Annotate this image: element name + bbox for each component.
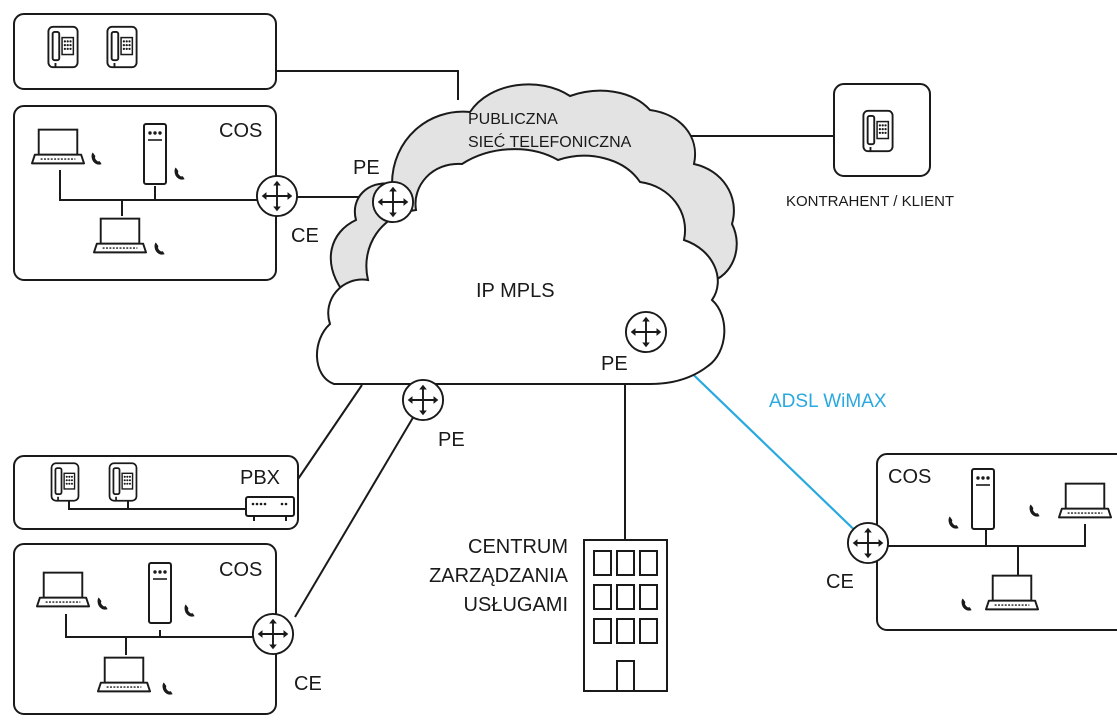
router-icon-pe-right [624,310,668,354]
cos-site-bottom: COS [13,543,277,715]
link-pbx-to-mpls [295,384,363,483]
router-icon-ce-top [255,174,299,218]
laptop-icon [1058,482,1112,519]
centrum-label-line1: CENTRUM [468,536,568,558]
cos-site-right: COS [876,453,1117,631]
kontrahent-box [833,83,931,177]
ce-label-top: CE [291,225,319,247]
phone-icon [50,462,80,502]
ce-label-bottom: CE [294,673,322,695]
pe-label-right: PE [601,353,628,375]
cos-label-bottom: COS [219,559,262,581]
server-icon [143,123,167,185]
phone-icon [106,25,138,69]
centrum-label-line3: USŁUGAMI [464,594,568,616]
router-icon-pe-bottom [401,378,445,422]
ip-mpls-cloud [316,148,726,385]
link-top-box-to-pstn [276,70,459,100]
phone-icon [108,462,138,502]
laptop-icon [31,128,85,165]
pstn-label-line1: PUBLICZNA [468,111,558,128]
modem-icon [245,496,295,521]
server-icon [148,562,172,624]
ce-label-right: CE [826,571,854,593]
kontrahent-label: KONTRAHENT / KLIENT [786,193,954,210]
phone-box-top [13,13,277,90]
server-icon [971,468,995,530]
phone-icon [862,109,894,153]
link-ce-bottom-to-pe [294,398,425,618]
router-icon-pe-top [371,180,415,224]
router-icon-ce-right [846,521,890,565]
laptop-icon [36,571,90,608]
cos-site-top: COS [13,105,277,281]
router-icon-ce-bottom [251,612,295,656]
ip-mpls-label: IP MPLS [476,280,555,302]
pe-label-top: PE [353,157,380,179]
laptop-icon [93,217,147,254]
laptop-icon [97,656,151,693]
laptop-icon [985,574,1039,611]
centrum-label-line2: ZARZĄDZANIA [429,565,569,587]
pe-label-bottom: PE [438,429,465,451]
pstn-label-line2: SIEĆ TELEFONICZNA [468,132,632,151]
cos-label-top: COS [219,120,262,142]
cos-label-right: COS [888,466,931,488]
pbx-label: PBX [240,467,280,489]
building-icon [583,539,668,692]
phone-icon [47,25,79,69]
pbx-box: PBX [13,455,299,530]
adsl-wimax-label: ADSL WiMAX [769,391,887,412]
